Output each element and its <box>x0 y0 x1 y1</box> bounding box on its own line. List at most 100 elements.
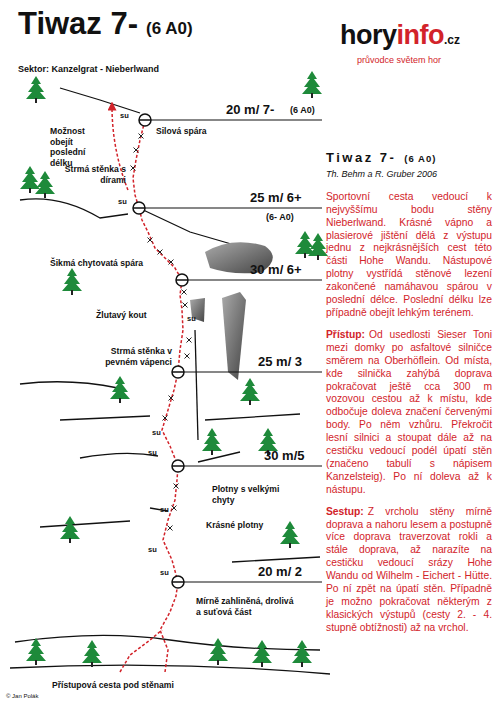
drawing-stroke <box>172 366 184 378</box>
belay-mark: su <box>152 428 161 437</box>
drawing-stroke <box>139 119 151 121</box>
drawing-stroke <box>172 581 184 583</box>
grade: (6 A0) <box>404 153 436 164</box>
paragraph: Th. Behm a R. Gruber 2006 <box>326 168 492 181</box>
route-note: Šikmá chytovatá spára <box>50 258 162 269</box>
drawing-stroke <box>139 208 245 248</box>
pitch-grade: 20 m/ 2 <box>258 564 302 579</box>
route-note: Strmá stěnka s dírami <box>58 164 126 185</box>
route-note: Možnost obejít poslední délku <box>50 126 108 168</box>
drawing-stroke <box>133 202 145 214</box>
drawing-stroke <box>304 253 306 258</box>
paragraph: Sportovní cesta vedoucí k nejvyššímu bod… <box>326 191 492 320</box>
drawing-stroke <box>172 460 184 472</box>
drawing-stroke <box>302 71 322 94</box>
logo: horyinfo.cz <box>340 20 460 51</box>
drawing-stroke <box>44 193 46 198</box>
drawing-stroke <box>35 171 55 194</box>
drawing-stroke <box>169 260 174 265</box>
pitch-grade: 30 m/ 6+ <box>250 262 302 277</box>
drawing-stroke <box>217 660 219 665</box>
route-note: Plotny s velkými chyty <box>212 484 292 505</box>
belay-mark: su <box>120 111 129 120</box>
drawing-stroke <box>110 376 130 399</box>
drawing-stroke <box>10 665 330 674</box>
description: Sportovní cesta vedoucí k nejvyššímu bod… <box>326 191 492 318</box>
sector: Sektor: Kanzelgrat - Nieberlwand <box>18 64 159 74</box>
drawing-stroke <box>26 76 46 99</box>
drawing-stroke <box>26 638 46 661</box>
drawing-stroke <box>40 521 130 527</box>
route-title: Tiwaz 7- <box>18 6 138 42</box>
drawing-stroke <box>178 581 322 582</box>
drawing-stroke <box>261 662 263 667</box>
drawing-stroke <box>20 71 328 667</box>
belay-mark: su <box>187 314 196 323</box>
drawing-stroke <box>62 268 82 291</box>
drawing-stroke <box>182 279 322 280</box>
drawing-stroke <box>145 119 322 120</box>
drawing-stroke <box>10 88 330 674</box>
paragraph: Sestup:Z vrcholu stěny mírně doprava a n… <box>326 506 492 635</box>
belay-mark: su <box>118 197 127 206</box>
drawing-stroke <box>148 238 153 243</box>
drawing-stroke <box>174 484 179 489</box>
title-row: Tiwaz 7- (6 A0) <box>18 6 193 42</box>
drawing-stroke <box>139 114 151 126</box>
drawing-stroke <box>139 207 322 208</box>
drawing-stroke <box>240 378 260 401</box>
pitch-grade: 20 m/ 7- <box>226 102 274 117</box>
route-note: Žlutavý kout <box>96 310 147 321</box>
drawing-stroke <box>133 207 145 209</box>
drawing-stroke <box>158 250 163 255</box>
belay-mark: su <box>160 505 169 514</box>
drawing-stroke <box>20 166 40 189</box>
drawing-stroke <box>172 371 184 373</box>
description-column: Tiwaz 7- (6 A0) Th. Behm a R. Gruber 2006S… <box>326 152 492 644</box>
drawing-stroke <box>82 640 102 663</box>
drawing-stroke <box>317 255 319 260</box>
drawing-stroke <box>35 98 37 103</box>
drawing-stroke <box>131 166 136 171</box>
route-title: Tiwaz 7- <box>326 150 396 165</box>
drawing-stroke <box>60 88 140 113</box>
drawing-stroke <box>178 371 322 372</box>
drawing-stroke <box>60 416 150 420</box>
drawing-stroke <box>295 231 315 254</box>
description: Z vrcholu stěny mírně doprava a nahoru l… <box>326 506 492 633</box>
drawing-stroke <box>232 557 320 562</box>
drawing-stroke <box>176 274 188 286</box>
drawing-stroke <box>252 640 272 663</box>
route-note: Silová spára <box>156 126 216 137</box>
drawing-stroke <box>202 428 222 451</box>
grade: (6 A0) <box>146 19 193 39</box>
route-note: Krásné plotny <box>206 520 263 531</box>
drawing-stroke <box>249 400 251 405</box>
paragraph: Přístup:Od usedlosti Sieser Toni mezi do… <box>326 329 492 497</box>
drawing-stroke <box>120 630 162 672</box>
belay-mark: su <box>148 448 157 457</box>
drawing-stroke <box>258 428 278 451</box>
drawing-stroke <box>211 450 213 455</box>
authors: Th. Behm a R. Gruber 2006 <box>326 169 437 179</box>
logo-text: info <box>397 20 444 51</box>
drawing-stroke <box>168 526 173 531</box>
drawing-stroke <box>208 638 228 661</box>
pitch-grade: (6- A0) <box>266 212 294 222</box>
drawing-stroke <box>163 416 168 421</box>
pitch-grade: 25 m/ 3 <box>258 354 302 369</box>
drawing-stroke <box>69 538 71 543</box>
drawing-stroke <box>289 543 291 548</box>
drawing-stroke <box>134 148 139 153</box>
drawing-stroke <box>60 516 80 539</box>
drawing-stroke <box>195 330 198 440</box>
drawing-stroke <box>182 290 187 295</box>
drawing-stroke <box>198 452 240 462</box>
heading: Sestup: <box>326 506 364 517</box>
drawing-stroke <box>133 120 183 672</box>
logo-text: hory <box>340 20 397 51</box>
drawing-stroke <box>187 338 192 343</box>
drawing-stroke <box>301 662 303 667</box>
drawing-stroke <box>71 290 73 295</box>
drawing-stroke <box>172 465 184 467</box>
